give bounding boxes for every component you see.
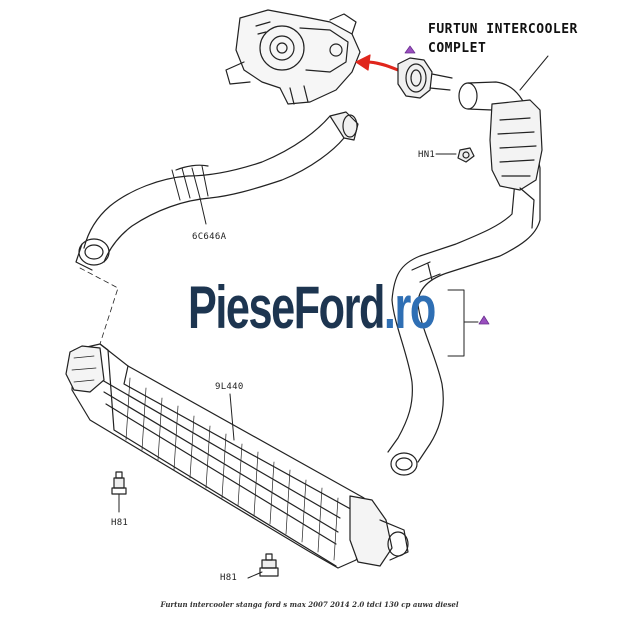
alignment-dash: [79, 267, 119, 345]
hose-bracket: [447, 289, 490, 357]
intercooler-core: [65, 343, 409, 569]
left-upper-hose: [75, 111, 359, 271]
hn1-fastener: [441, 147, 475, 163]
hose-leader: [199, 197, 207, 225]
watermark-logo: PieseFord.ro: [188, 278, 436, 338]
marker-triangle-icon: [404, 45, 416, 54]
h81-bolt-bottom: [247, 553, 279, 579]
watermark-tld: .ro: [383, 274, 436, 341]
label-h81-left: H81: [111, 518, 129, 528]
callout-title: FURTUN INTERCOOLER COMPLET: [428, 20, 578, 58]
outlet-connector: [397, 57, 453, 99]
callout-title-line2: COMPLET: [428, 41, 487, 56]
callout-title-line1: FURTUN INTERCOOLER: [428, 22, 578, 37]
intercooler-leader: [229, 393, 235, 441]
label-h81-bottom: H81: [220, 573, 238, 583]
turbocharger: [225, 9, 361, 105]
label-6c646a: 6C646A: [192, 232, 227, 242]
label-9l440: 9L440: [215, 382, 244, 392]
label-hn1: HN1: [418, 150, 436, 160]
watermark-main: PieseFord: [188, 274, 385, 341]
right-intercooler-hose: [387, 81, 543, 476]
red-arrow-icon: [355, 54, 400, 72]
callout-leader: [519, 55, 549, 91]
h81-bolt-left: [111, 471, 127, 513]
caption: Furtun intercooler stanga ford s max 200…: [160, 600, 459, 609]
